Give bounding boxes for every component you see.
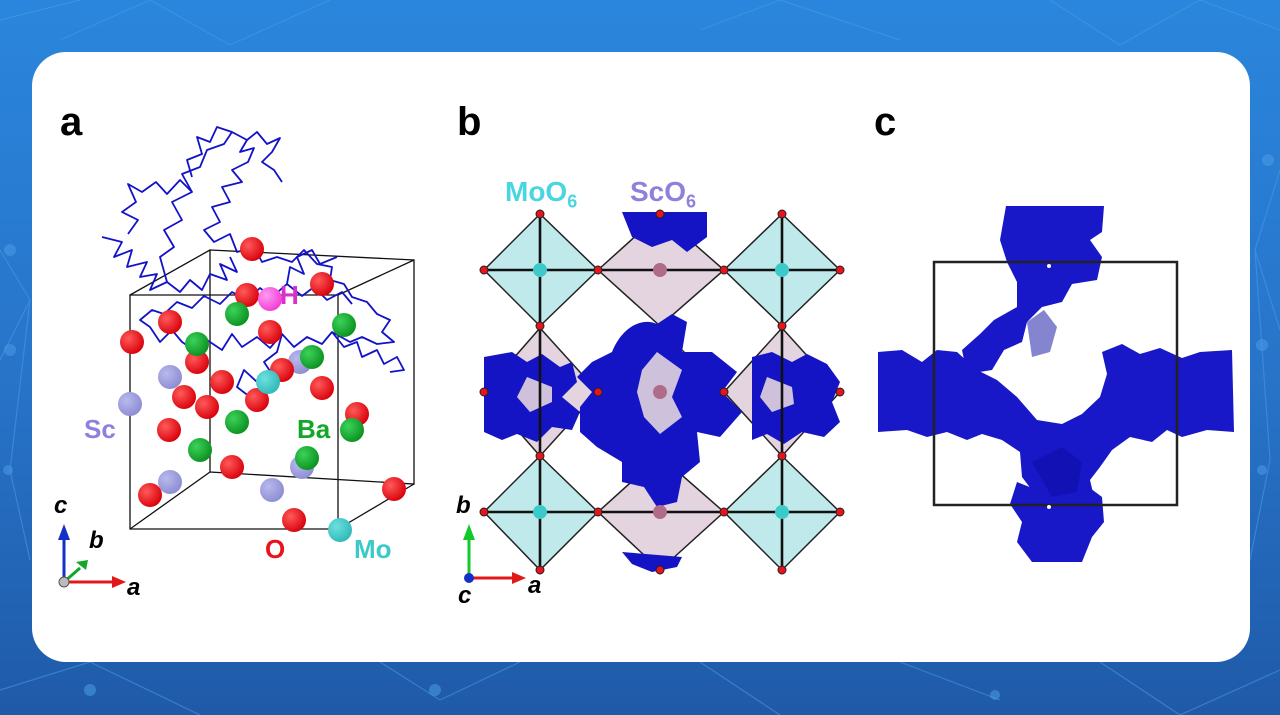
hydrogen-trajectory [101, 126, 405, 398]
axis-label-a-b: a [528, 572, 542, 599]
hydrogen-atom [258, 287, 282, 311]
figure-card: a [32, 52, 1250, 662]
label-h: H [280, 280, 299, 310]
label-o: O [265, 534, 286, 564]
axis-label-a-a: a [127, 574, 141, 601]
panel-b-structure [463, 209, 845, 584]
panel-c-density [878, 206, 1234, 562]
panel-a-axes [58, 524, 126, 588]
panel-b-oxygen-sites [479, 209, 845, 575]
label-ba: Ba [297, 414, 331, 444]
label-moo6-subscript: 6 [567, 191, 578, 212]
panel-c-isosurface [878, 206, 1234, 562]
label-sco6: ScO6 [630, 176, 696, 213]
panel-c-unit-cell [932, 260, 1179, 507]
panel-a-letter: a [60, 100, 83, 144]
label-sc: Sc [84, 414, 116, 444]
label-moo6-base: MoO [505, 176, 568, 207]
panel-a-structure [58, 126, 415, 588]
panel-b-axes [463, 524, 526, 584]
panel-b-metal-sites [533, 263, 789, 519]
panel-b-letter: b [457, 100, 482, 144]
axis-label-b-b: b [456, 492, 471, 519]
axis-label-b-a: b [89, 527, 104, 554]
label-sco6-subscript: 6 [686, 191, 697, 212]
label-moo6: MoO6 [505, 176, 577, 213]
label-mo: Mo [354, 534, 392, 564]
panel-c-letter: c [874, 100, 897, 144]
panel-c-pore [1017, 352, 1067, 414]
panel-a-atoms [118, 237, 406, 542]
label-sco6-base: ScO [630, 176, 687, 207]
axis-label-c-a: c [54, 492, 68, 519]
axis-label-c-b: c [458, 582, 472, 609]
